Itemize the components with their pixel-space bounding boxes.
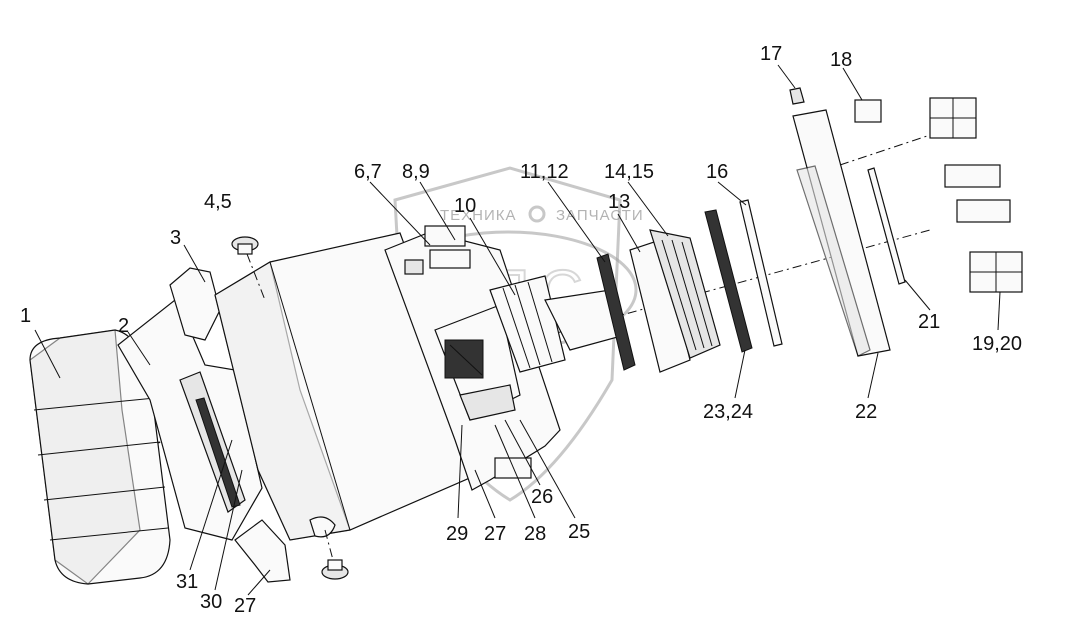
label-part-14-15: 14,15 [604, 161, 654, 183]
part-22-cover-plate [792, 109, 891, 357]
label-part-1: 1 [20, 305, 31, 327]
label-part-27-center: 27 [484, 523, 506, 545]
label-part-23-24: 23,24 [703, 401, 753, 423]
label-part-21: 21 [918, 311, 940, 333]
label-part-19-20: 19,20 [972, 333, 1022, 355]
label-part-3: 3 [170, 227, 181, 249]
label-part-30: 30 [200, 591, 222, 613]
bolt-axis-line [839, 134, 931, 166]
part-25-29-gear-pack [434, 304, 521, 421]
label-part-10: 10 [454, 195, 476, 217]
label-part-28: 28 [524, 523, 546, 545]
watermark-right-text: ЗАПЧАСТИ [556, 207, 644, 224]
label-part-8-9: 8,9 [402, 161, 430, 183]
label-part-11-12: 11,12 [520, 161, 569, 183]
label-part-4-5: 4,5 [204, 191, 232, 213]
label-part-17: 17 [760, 43, 782, 65]
label-part-2: 2 [118, 315, 129, 337]
part-18-plug [854, 99, 882, 123]
label-part-6-7: 6,7 [354, 161, 382, 183]
label-part-25: 25 [568, 521, 590, 543]
part-1-coupling [29, 329, 171, 585]
part-4-5-screw-bottom [321, 529, 349, 580]
part-16-thin-disc [739, 199, 783, 347]
part-27-lower-bracket [234, 519, 291, 583]
part-23-24-disc [704, 209, 753, 353]
leader-lines [34, 64, 1001, 596]
part-labels: 1 2 3 4,5 6,7 8,9 10 11,12 13 14,15 16 1… [20, 43, 1022, 617]
part-4-5-screw-top [231, 236, 266, 301]
label-part-13: 13 [608, 191, 630, 213]
part-13-ring [629, 239, 691, 373]
label-part-26: 26 [531, 486, 553, 508]
part-10-pinion [489, 275, 626, 373]
label-part-29: 29 [446, 523, 468, 545]
part-19-20-bolts [929, 97, 1023, 293]
label-part-18: 18 [830, 49, 852, 71]
part-21-gasket [867, 167, 906, 285]
part-17-nipple [789, 87, 805, 105]
label-part-16: 16 [706, 161, 728, 183]
label-part-31: 31 [176, 571, 198, 593]
label-part-27-left: 27 [234, 595, 256, 617]
label-part-22: 22 [855, 401, 877, 423]
part-14-15-clutch-pack [649, 229, 721, 359]
watermark-left-text: ТЕХНИКА [440, 207, 517, 224]
watermark-gear-icon [528, 205, 546, 223]
part-11-12-disc [596, 253, 636, 371]
